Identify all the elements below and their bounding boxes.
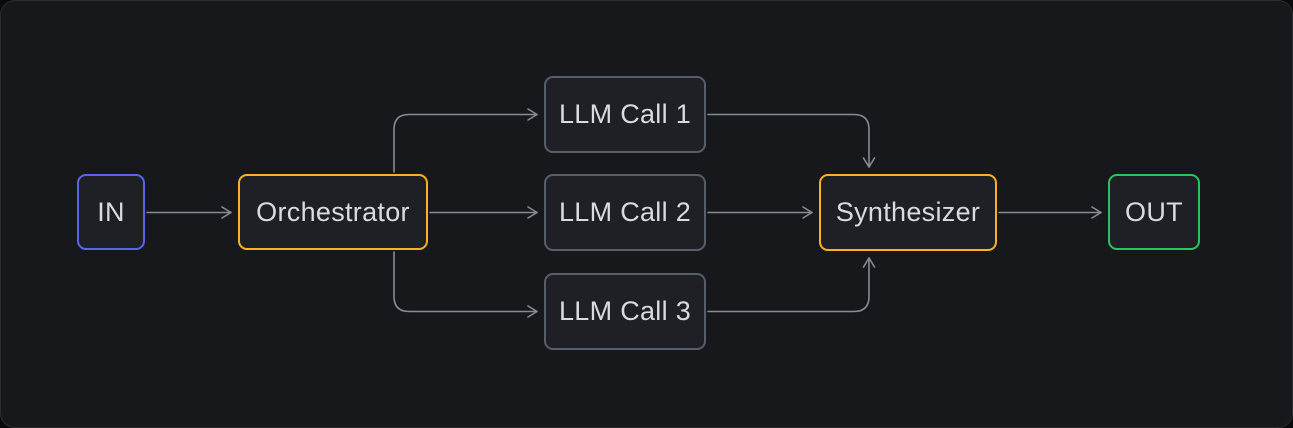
node-orchestrator-label: Orchestrator	[256, 196, 410, 227]
node-llm-call-1-label: LLM Call 1	[558, 99, 692, 129]
node-synthesizer-label: Synthesizer	[835, 197, 981, 227]
node-orchestrator: Orchestrator	[238, 174, 428, 250]
node-llm-call-2-label: LLM Call 2	[558, 197, 692, 227]
edge-orchestrator-llm-call-1	[393, 108, 538, 173]
node-llm-call-3: LLM Call 3	[544, 273, 706, 350]
node-in-label: IN	[97, 196, 125, 227]
node-out-label: OUT	[1125, 196, 1183, 227]
edge-orchestrator-llm-call-3	[393, 251, 538, 318]
edge-llm-call-3-synthesizer	[707, 257, 876, 313]
node-in: IN	[77, 174, 145, 250]
node-out: OUT	[1108, 174, 1200, 250]
node-llm-call-3-label: LLM Call 3	[558, 296, 692, 326]
node-synthesizer: Synthesizer	[819, 174, 997, 251]
node-llm-call-1: LLM Call 1	[544, 76, 706, 153]
edge-llm-call-1-synthesizer	[707, 113, 876, 168]
node-llm-call-2: LLM Call 2	[544, 174, 706, 251]
